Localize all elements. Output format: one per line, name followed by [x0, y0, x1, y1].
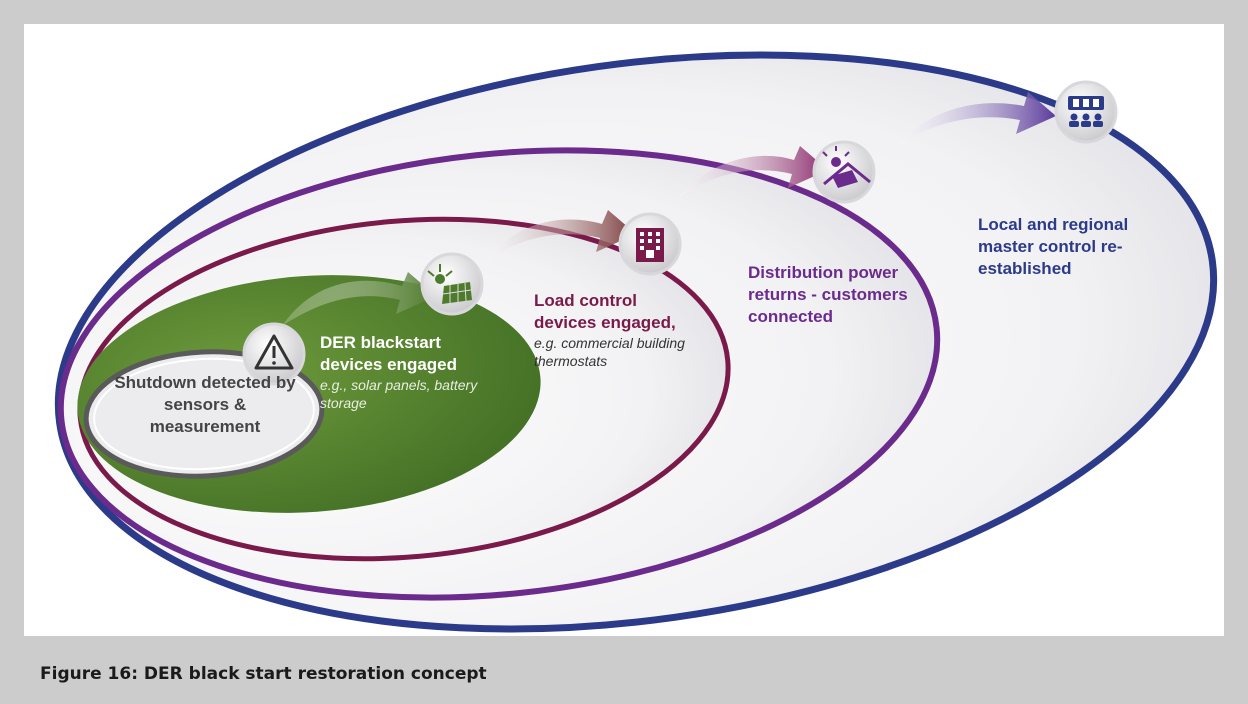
- building-icon: [618, 212, 682, 276]
- restoration-diagram: [54, 51, 1218, 633]
- figure-caption: Figure 16: DER black start restoration c…: [40, 664, 487, 684]
- stage2-label: DER blackstart devices engaged e.g., sol…: [320, 332, 500, 412]
- arrow-2: [484, 210, 636, 262]
- solar-panel-icon: [420, 252, 484, 316]
- arrow-4: [896, 92, 1056, 148]
- stage2-subtitle: e.g., solar panels, battery storage: [320, 377, 478, 411]
- stage2-title: DER blackstart devices engaged: [320, 333, 458, 374]
- arrow-3: [676, 146, 828, 200]
- stage5-label: Local and regional master control re-est…: [978, 215, 1129, 278]
- warning-icon: [242, 322, 306, 386]
- figure-panel: Shutdown detected by sensors & measureme…: [24, 24, 1224, 636]
- stage3-title: Load control devices engaged,: [534, 291, 676, 332]
- stage1-label: Shutdown detected by sensors & measureme…: [114, 373, 296, 436]
- stage3-label: Load control devices engaged, e.g. comme…: [534, 290, 704, 370]
- control-room-icon: [1054, 80, 1118, 144]
- solar-home-icon: [812, 140, 876, 204]
- stage4-label: Distribution power returns - customers c…: [748, 263, 908, 326]
- arrow-1: [282, 272, 436, 326]
- stage3-subtitle: e.g. commercial building thermostats: [534, 335, 685, 369]
